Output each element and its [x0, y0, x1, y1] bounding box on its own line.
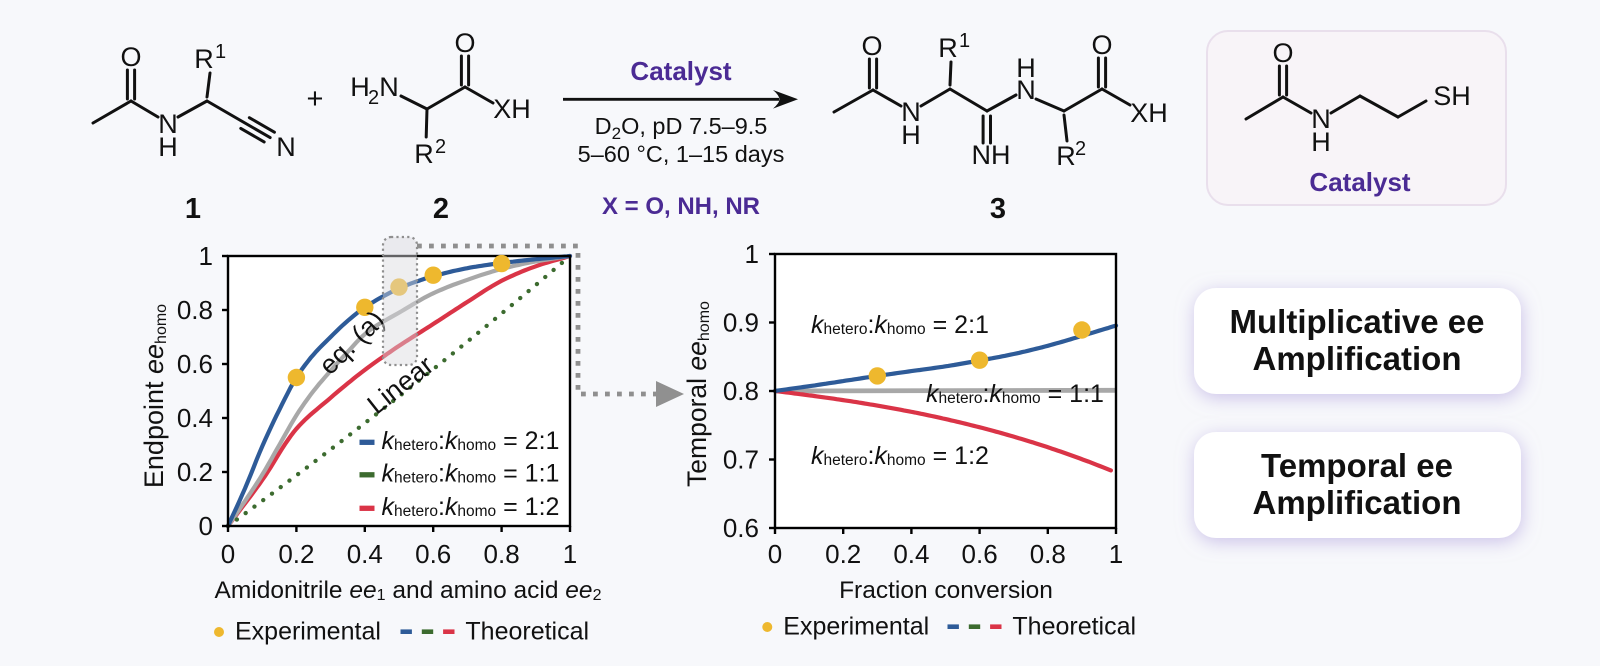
svg-text:khetero:khomo = 1:1: khetero:khomo = 1:1: [382, 460, 560, 488]
svg-text:0: 0: [199, 511, 213, 541]
svg-text:Experimental: Experimental: [783, 613, 929, 641]
svg-text:khetero:khomo = 1:2: khetero:khomo = 1:2: [811, 442, 989, 470]
svg-text:3: 3: [990, 193, 1006, 225]
svg-text:R: R: [938, 33, 958, 63]
svg-text:Experimental: Experimental: [235, 618, 381, 646]
svg-text:0.9: 0.9: [723, 308, 759, 338]
svg-text:N: N: [158, 109, 178, 139]
svg-text:N: N: [379, 72, 399, 102]
svg-text:2: 2: [368, 87, 379, 109]
svg-text:Amplification: Amplification: [1252, 340, 1461, 377]
svg-text:H: H: [350, 72, 370, 102]
svg-text:0.4: 0.4: [347, 539, 383, 569]
svg-text:0.2: 0.2: [278, 539, 314, 569]
svg-text:Multiplicative ee: Multiplicative ee: [1230, 303, 1485, 340]
svg-text:O: O: [120, 42, 141, 72]
svg-text:H: H: [158, 132, 178, 162]
svg-text:khetero:khomo = 1:1: khetero:khomo = 1:1: [926, 380, 1104, 408]
svg-text:2: 2: [433, 193, 449, 225]
svg-text:SH: SH: [1433, 81, 1471, 111]
svg-text:2: 2: [1075, 138, 1086, 160]
svg-text:D2O, pD 7.5–9.5: D2O, pD 7.5–9.5: [595, 113, 768, 143]
svg-text:1: 1: [959, 30, 970, 52]
svg-text:H: H: [901, 120, 921, 150]
svg-text:NH: NH: [972, 140, 1011, 170]
svg-text:H: H: [1311, 127, 1331, 157]
svg-text:0.6: 0.6: [415, 539, 451, 569]
svg-text:Fraction conversion: Fraction conversion: [839, 577, 1053, 604]
svg-text:0.2: 0.2: [825, 539, 861, 569]
svg-text:0.2: 0.2: [177, 457, 213, 487]
svg-text:0.6: 0.6: [723, 513, 759, 543]
svg-text:O: O: [861, 31, 882, 61]
svg-text:0: 0: [768, 539, 782, 569]
svg-text:0.8: 0.8: [1030, 539, 1066, 569]
svg-text:0.8: 0.8: [484, 539, 520, 569]
svg-text:Temporal eehomo: Temporal eehomo: [682, 301, 713, 487]
svg-text:Catalyst: Catalyst: [630, 56, 731, 86]
svg-text:0: 0: [221, 539, 235, 569]
svg-text:1: 1: [745, 239, 759, 269]
svg-text:+: +: [307, 83, 324, 115]
svg-text:0.6: 0.6: [962, 539, 998, 569]
svg-text:1: 1: [185, 193, 201, 225]
svg-text:O: O: [454, 28, 475, 58]
svg-text:N: N: [1311, 104, 1331, 134]
svg-text:0.8: 0.8: [723, 376, 759, 406]
svg-text:1: 1: [563, 539, 577, 569]
svg-text:N: N: [1016, 75, 1036, 105]
svg-text:0.7: 0.7: [723, 445, 759, 475]
svg-text:khetero:khomo = 2:1: khetero:khomo = 2:1: [811, 311, 989, 339]
svg-text:0.4: 0.4: [177, 403, 213, 433]
svg-text:O: O: [1272, 38, 1293, 68]
svg-text:R: R: [1056, 141, 1076, 171]
svg-text:0.6: 0.6: [177, 349, 213, 379]
svg-text:khetero:khomo = 2:1: khetero:khomo = 2:1: [382, 427, 560, 455]
svg-text:0.4: 0.4: [893, 539, 929, 569]
svg-text:Temporal ee: Temporal ee: [1261, 447, 1453, 484]
svg-text:khetero:khomo = 1:2: khetero:khomo = 1:2: [382, 493, 560, 521]
svg-text:R: R: [414, 139, 434, 169]
svg-text:2: 2: [435, 136, 446, 158]
svg-text:1: 1: [215, 41, 226, 63]
svg-text:Amplification: Amplification: [1252, 484, 1461, 521]
svg-text:X = O, NH, NR: X = O, NH, NR: [602, 193, 760, 220]
svg-text:N: N: [276, 132, 296, 162]
svg-text:5–60 °C, 1–15 days: 5–60 °C, 1–15 days: [578, 141, 785, 167]
svg-text:H: H: [1016, 53, 1036, 83]
svg-text:Theoretical: Theoretical: [1012, 613, 1136, 641]
svg-text:XH: XH: [1130, 98, 1168, 128]
svg-text:1: 1: [1109, 539, 1123, 569]
svg-text:N: N: [901, 97, 921, 127]
svg-text:1: 1: [199, 241, 213, 271]
svg-text:O: O: [1091, 30, 1112, 60]
svg-text:R: R: [194, 44, 214, 74]
svg-text:Theoretical: Theoretical: [465, 618, 589, 646]
svg-text:Amidonitrile ee1 and amino aci: Amidonitrile ee1 and amino acid ee2: [215, 577, 602, 604]
svg-text:0.8: 0.8: [177, 295, 213, 325]
svg-text:Catalyst: Catalyst: [1309, 167, 1410, 197]
svg-text:XH: XH: [493, 94, 531, 124]
